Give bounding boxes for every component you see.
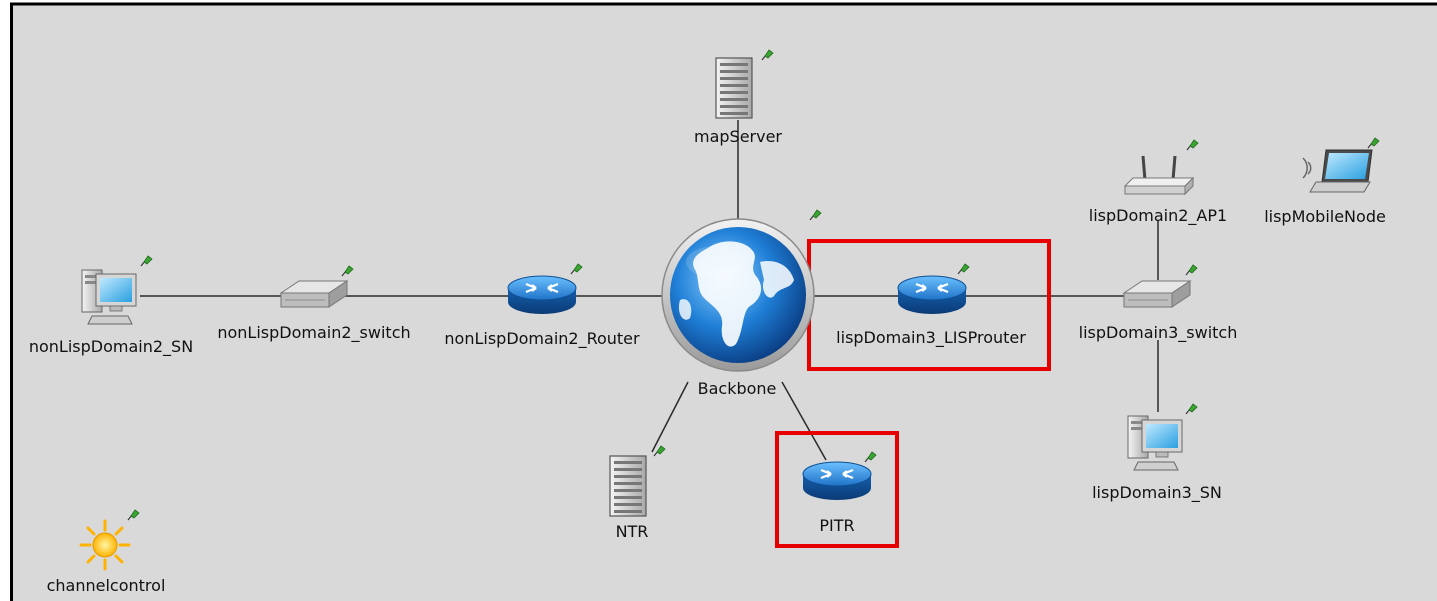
- router-icon: [801, 460, 873, 502]
- globe-icon: [661, 218, 815, 372]
- node-channelcontrol[interactable]: channelcontrol: [47, 509, 166, 595]
- link-backbone-pitr: [781, 381, 827, 461]
- node-lispdomain3-sn[interactable]: lispDomain3_SN: [1092, 403, 1222, 503]
- node-label-lispdomain3-sn: lispDomain3_SN: [1092, 483, 1222, 503]
- node-nonlispdomain2-router[interactable]: nonLispDomain2_Router: [444, 263, 640, 349]
- node-label-pitr: PITR: [819, 516, 854, 535]
- node-label-backbone: Backbone: [698, 379, 777, 398]
- node-ntr[interactable]: NTR: [609, 445, 666, 541]
- node-nonlispdomain2-switch[interactable]: nonLispDomain2_switch: [217, 265, 411, 343]
- highlight-box-pitr: [775, 431, 899, 548]
- node-pitr[interactable]: PITR: [801, 451, 877, 535]
- node-mapserver[interactable]: mapServer: [694, 49, 782, 146]
- router-icon: [896, 274, 968, 316]
- node-lispdomain3-switch[interactable]: lispDomain3_switch: [1079, 264, 1238, 343]
- node-backbone[interactable]: Backbone: [661, 209, 822, 398]
- node-lispmobilenode[interactable]: lispMobileNode: [1264, 137, 1386, 226]
- link-backbone-ntr: [651, 381, 689, 453]
- server-tower-icon: [609, 455, 647, 517]
- router-icon: [506, 274, 578, 316]
- node-nonlispdomain2-sn[interactable]: nonLispDomain2_SN: [29, 255, 193, 357]
- node-label-channelcontrol: channelcontrol: [47, 576, 166, 595]
- links: [140, 120, 1159, 461]
- sun-icon: [79, 519, 131, 571]
- server-tower-icon: [715, 57, 753, 119]
- node-lispdomain3-lisprouter[interactable]: lispDomain3_LISProuter: [836, 263, 1026, 348]
- node-label-nonlispdomain2-sn: nonLispDomain2_SN: [29, 337, 193, 357]
- node-lispdomain2-ap1[interactable]: lispDomain2_AP1: [1089, 139, 1227, 226]
- node-label-lispmobilenode: lispMobileNode: [1264, 207, 1386, 226]
- node-label-lispdomain2-ap1: lispDomain2_AP1: [1089, 206, 1227, 226]
- node-label-lispdomain3-lisprouter: lispDomain3_LISProuter: [836, 328, 1026, 348]
- node-label-nonlispdomain2-switch: nonLispDomain2_switch: [217, 323, 410, 343]
- node-label-mapserver: mapServer: [694, 127, 782, 146]
- node-label-nonlispdomain2-router: nonLispDomain2_Router: [444, 329, 640, 349]
- node-label-lispdomain3-switch: lispDomain3_switch: [1079, 323, 1238, 343]
- node-label-ntr: NTR: [616, 522, 649, 541]
